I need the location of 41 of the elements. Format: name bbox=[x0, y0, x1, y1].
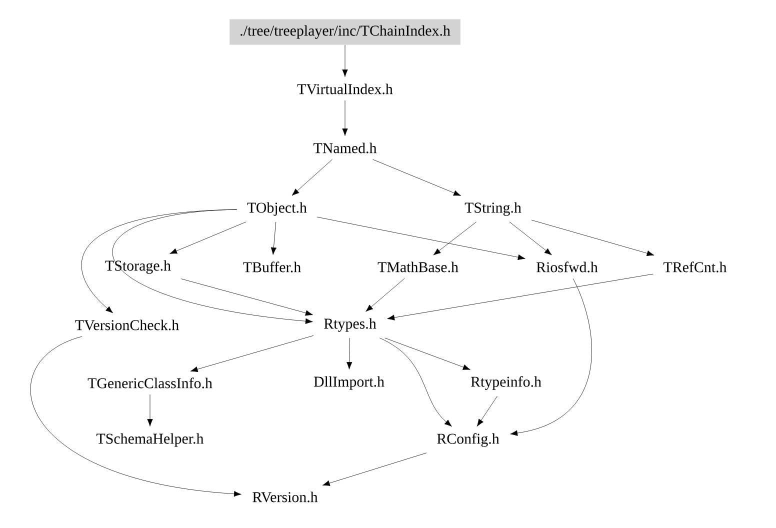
file-label: TBuffer.h bbox=[243, 262, 301, 272]
arrow bbox=[379, 338, 452, 427]
file-label: RVersion.h bbox=[252, 492, 318, 502]
arrow bbox=[366, 278, 405, 312]
arrow bbox=[30, 336, 242, 497]
file-label: TString.h bbox=[464, 202, 522, 216]
arrow bbox=[180, 278, 313, 316]
file-box: ./tree/treeplayer/inc/TChainIndex.h bbox=[230, 19, 460, 45]
file-label: TNamed.h bbox=[314, 142, 377, 154]
arrow bbox=[476, 396, 498, 426]
arrow bbox=[147, 394, 153, 426]
arrow bbox=[531, 220, 654, 256]
arrow bbox=[292, 159, 332, 196]
file-label: TGenericClassInfo.h bbox=[88, 378, 212, 388]
file-label: Rtypeinfo.h bbox=[470, 376, 542, 390]
arrow bbox=[322, 452, 427, 486]
file-label: TVersionCheck.h bbox=[75, 320, 179, 330]
arrow bbox=[170, 222, 246, 254]
arrow bbox=[387, 274, 654, 320]
arrow bbox=[510, 278, 592, 436]
arrow bbox=[509, 222, 552, 256]
arrow bbox=[316, 216, 526, 260]
arrow bbox=[113, 209, 313, 324]
file-label: TVirtualIndex.h bbox=[297, 84, 393, 94]
file-label: TStorage.h bbox=[105, 260, 171, 274]
arrow bbox=[433, 222, 476, 256]
file-label: TObject.h bbox=[247, 202, 307, 216]
file-label: Riosfwd.h bbox=[536, 262, 598, 272]
arrow bbox=[342, 44, 348, 77]
file-label: Rtypes.h bbox=[324, 318, 376, 332]
arrow bbox=[190, 335, 314, 372]
arrow bbox=[384, 338, 470, 370]
arrow bbox=[342, 100, 348, 136]
arrow bbox=[270, 222, 276, 255]
file-label: RConfig.h bbox=[437, 433, 500, 447]
arrow bbox=[346, 338, 352, 370]
file-label: DllImport.h bbox=[314, 376, 384, 390]
file-label: TRefCnt.h bbox=[664, 262, 727, 272]
arrow bbox=[372, 159, 461, 196]
file-label: TMathBase.h bbox=[378, 262, 458, 272]
file-label: TSchemaHelper.h bbox=[96, 433, 204, 447]
